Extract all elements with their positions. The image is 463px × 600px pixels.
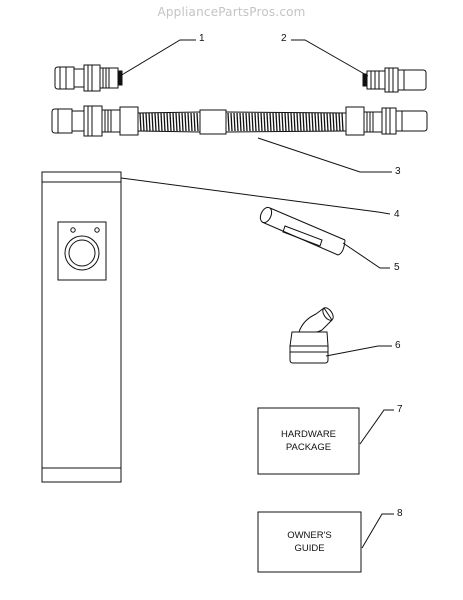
hose-rib — [308, 112, 311, 132]
callout-5: 5 — [394, 262, 400, 273]
leader-6 — [325, 345, 392, 357]
hose-rib — [178, 112, 181, 132]
hose-rib — [139, 112, 142, 132]
callout-3: 3 — [395, 166, 401, 177]
leader-8 — [361, 513, 394, 549]
hose-rib — [166, 112, 169, 132]
hose-rib — [341, 112, 344, 132]
leader-5 — [342, 242, 390, 269]
hose-rib — [169, 112, 172, 132]
hose-rib — [296, 112, 299, 132]
hose-rib — [242, 112, 245, 132]
leader-3 — [257, 137, 392, 173]
hose-rib — [260, 112, 263, 132]
hose-rib — [305, 112, 308, 132]
hose-rib — [187, 112, 190, 132]
hose-rib — [193, 112, 196, 132]
callout-7: 7 — [397, 404, 403, 415]
owners-guide-label: OWNER'S GUIDE — [258, 529, 361, 555]
part-5-crevice-tool — [259, 206, 346, 256]
hose-rib — [251, 112, 254, 132]
leader-1 — [119, 39, 196, 77]
guide-line-1: OWNER'S — [287, 530, 332, 541]
callout-8: 8 — [397, 508, 403, 519]
watermark: AppliancePartsPros.com — [157, 5, 306, 19]
part-3-hose-assembly — [51, 105, 428, 137]
hose-rib — [196, 112, 199, 132]
callout-4: 4 — [394, 209, 400, 220]
part-2-wand-connector — [362, 67, 427, 93]
hose-rib — [320, 112, 323, 132]
hose-rib — [278, 112, 281, 132]
callout-2: 2 — [281, 33, 287, 44]
hose-rib — [335, 112, 338, 132]
hose-rib — [263, 112, 266, 132]
callout-6: 6 — [395, 340, 401, 351]
hose-rib — [148, 112, 151, 132]
hose-rib — [323, 112, 326, 132]
leader-7 — [359, 409, 394, 445]
guide-line-2: GUIDE — [294, 543, 325, 554]
hose-corrugation — [139, 112, 344, 132]
hose-rib — [163, 112, 166, 132]
part-6-adapter — [289, 307, 334, 364]
hose-rib — [254, 112, 257, 132]
hose-rib — [290, 112, 293, 132]
hose-rib — [190, 112, 193, 132]
hose-rib — [299, 112, 302, 132]
hose-rib — [181, 112, 184, 132]
hose-rib — [142, 112, 145, 132]
part-8-guide-box — [257, 511, 362, 573]
hose-rib — [281, 112, 284, 132]
hardware-line-1: HARDWARE — [280, 429, 337, 440]
hose-rib — [275, 112, 278, 132]
hardware-package-label: HARDWARE PACKAGE — [258, 428, 359, 454]
hose-rib — [284, 112, 287, 132]
callout-1: 1 — [199, 33, 205, 44]
hose-rib — [154, 112, 157, 132]
part-7-hardware-box — [257, 407, 360, 475]
hose-rib — [145, 112, 148, 132]
hose-rib — [184, 112, 187, 132]
hose-rib — [287, 112, 290, 132]
hose-rib — [239, 112, 242, 132]
hose-rib — [269, 112, 272, 132]
hose-rib — [302, 112, 305, 132]
hose-rib — [245, 112, 248, 132]
hose-rib — [175, 112, 178, 132]
hose-rib — [151, 112, 154, 132]
leader-2 — [291, 39, 369, 77]
hose-rib — [311, 112, 314, 132]
hose-rib — [266, 112, 269, 132]
hose-rib — [157, 112, 160, 132]
hardware-line-2: PACKAGE — [285, 442, 332, 453]
leader-4 — [120, 177, 391, 215]
hose-rib — [172, 112, 175, 132]
hose-rib — [338, 112, 341, 132]
hose-rib — [230, 112, 233, 132]
hose-rib — [272, 112, 275, 132]
hose-rib — [233, 112, 236, 132]
hose-rib — [314, 112, 317, 132]
hose-rib — [236, 112, 239, 132]
part-4-dust-bag — [41, 171, 122, 483]
hose-rib — [293, 112, 296, 132]
hose-rib — [227, 112, 230, 132]
hose-rib — [329, 112, 332, 132]
part-1-hose-connector — [54, 64, 123, 92]
hose-rib — [317, 112, 320, 132]
hose-rib — [248, 112, 251, 132]
hose-rib — [257, 112, 260, 132]
hose-rib — [326, 112, 329, 132]
hose-rib — [332, 112, 335, 132]
hose-rib — [160, 112, 163, 132]
